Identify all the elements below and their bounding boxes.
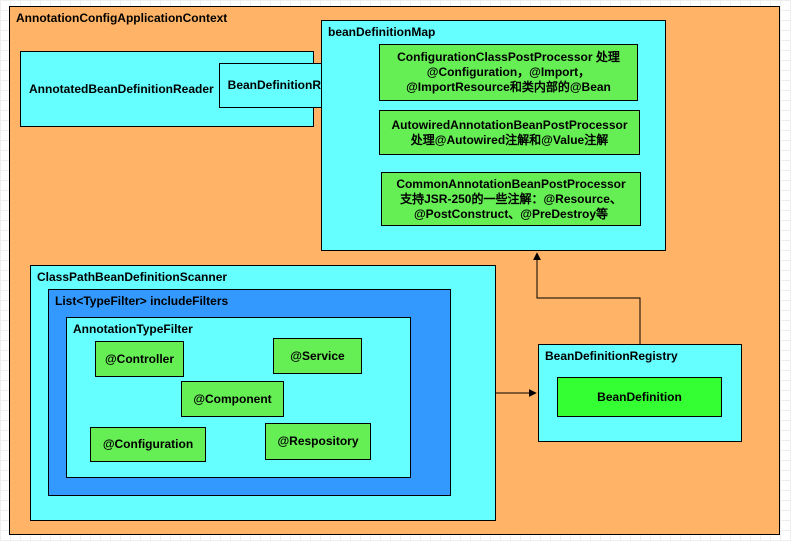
processor-line: 支持JSR-250的一些注解：@Resource、 (400, 191, 622, 206)
processor-line: @Configuration，@Import， (426, 65, 591, 79)
annotation-respository[interactable]: @Respository (265, 423, 371, 460)
annotation-label: @Service (290, 348, 345, 363)
bean-definition[interactable]: BeanDefinition (557, 377, 722, 417)
annotation-service[interactable]: @Service (273, 338, 362, 374)
autowired-annotation-bean-post-processor[interactable]: AutowiredAnnotationBeanPostProcessor 处理@… (379, 110, 640, 155)
annotation-type-filter-title: AnnotationTypeFilter (73, 322, 193, 336)
configuration-class-post-processor[interactable]: ConfigurationClassPostProcessor 处理 @Conf… (379, 44, 638, 101)
processor-line: @ImportResource和类内部的@Bean (406, 80, 611, 94)
processor-line: @PostConstruct、@PreDestroy等 (413, 206, 609, 221)
processor-line: 处理@Autowired注解和@Value注解 (410, 132, 609, 147)
annotation-label: @Controller (104, 351, 175, 366)
processor-line: ConfigurationClassPostProcessor 处理 (397, 50, 620, 64)
annotation-label: @Configuration (102, 437, 194, 451)
registry-title: BeanDefinitionRegistry (545, 349, 678, 363)
scanner-title: ClassPathBeanDefinitionScanner (37, 270, 228, 284)
reader-label: AnnotatedBeanDefinitionReader (29, 81, 214, 96)
annotation-component[interactable]: @Component (181, 381, 284, 417)
processor-line: CommonAnnotationBeanPostProcessor (396, 176, 626, 191)
annotation-label: @Component (193, 391, 272, 406)
processor-line: AutowiredAnnotationBeanPostProcessor (391, 117, 628, 132)
include-filters-title: List<TypeFilter> includeFilters (55, 294, 229, 308)
bean-definition-map-title: beanDefinitionMap (328, 25, 436, 39)
annotation-controller[interactable]: @Controller (95, 341, 184, 377)
bean-definition-label: BeanDefinition (597, 389, 682, 404)
application-context-title: AnnotationConfigApplicationContext (16, 11, 228, 25)
common-annotation-bean-post-processor[interactable]: CommonAnnotationBeanPostProcessor 支持JSR-… (381, 172, 641, 226)
annotation-configuration[interactable]: @Configuration (90, 427, 206, 462)
annotation-label: @Respository (277, 434, 359, 448)
